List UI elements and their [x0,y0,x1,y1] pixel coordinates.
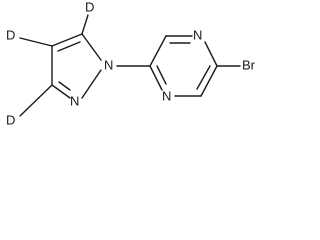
atom-d-bottom: D [6,112,15,127]
atom-d-top: D [85,0,94,14]
bond-c5-n1 [81,33,102,61]
atom-n-pyrazole-2: N [70,93,79,108]
bond-n2-c3-double [58,81,71,91]
bond-c3-d [19,84,53,117]
bond-pz-double-2 [196,65,211,90]
bond-pz-double-3 [156,65,167,85]
bond-c4-d [19,37,53,47]
bond-n2-c3 [51,84,71,99]
bond-pz-c1-c2 [149,35,167,67]
bond-pz-n-c1 [149,65,163,91]
atom-d-left: D [6,27,15,42]
bond-pz-c3-c4 [200,65,218,97]
bond-c4-c5 [51,33,83,47]
molecule-diagram: D D D N N N N Br [0,0,273,130]
bond-c5-d [81,14,89,35]
bond-c4-c5-double [57,41,81,52]
bond-pz-n-c3 [204,41,218,67]
atom-n-pyrazine-top: N [193,27,202,42]
atom-n-pyrazole-1: N [104,57,113,72]
bond-n1-n2 [81,69,102,99]
atom-br: Br [242,57,256,72]
structure-svg: D D D N N N N Br [6,0,256,127]
atom-n-pyrazine-bottom: N [162,88,171,103]
